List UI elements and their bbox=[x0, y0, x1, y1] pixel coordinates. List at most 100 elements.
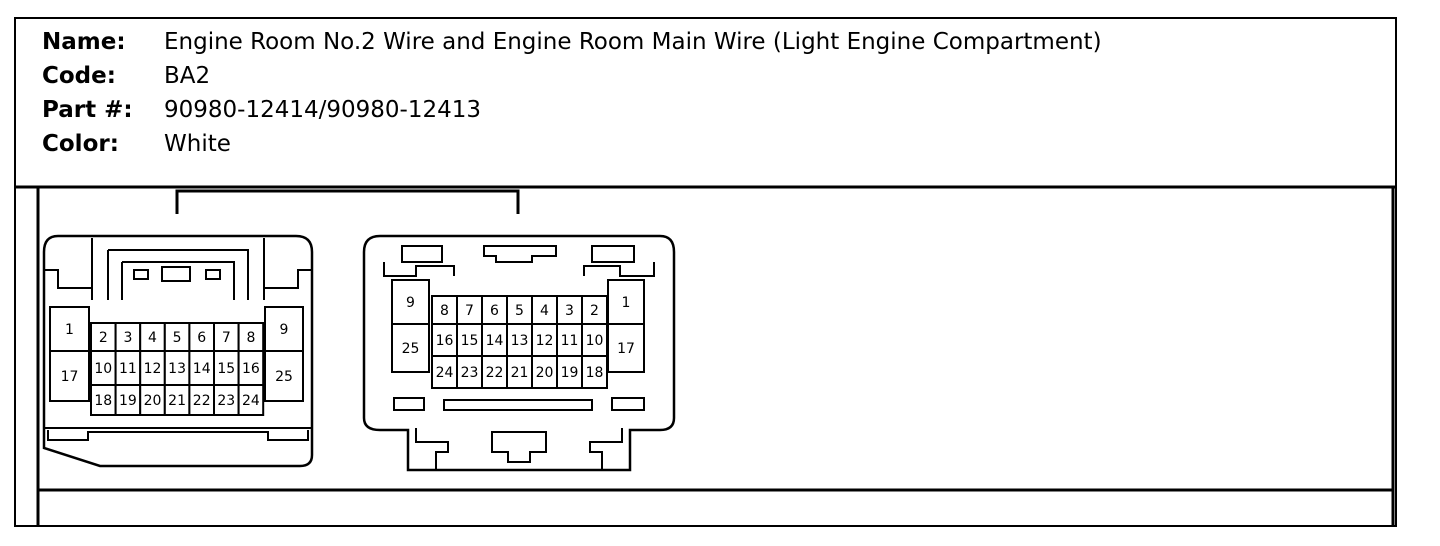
pin-left-4: 4 bbox=[139, 322, 166, 352]
pin-label: 22 bbox=[193, 393, 211, 409]
pin-label: 1 bbox=[65, 322, 74, 338]
connector-left-latch-left bbox=[44, 238, 93, 289]
pin-left-10: 10 bbox=[90, 350, 117, 386]
pin-label: 8 bbox=[246, 330, 255, 346]
pin-right-22: 22 bbox=[481, 355, 508, 389]
connector-left-lock-outer bbox=[107, 249, 249, 300]
pin-label: 18 bbox=[94, 393, 112, 409]
connector-left bbox=[42, 234, 314, 468]
pin-label: 5 bbox=[515, 303, 524, 319]
connector-pair-bracket bbox=[175, 189, 520, 214]
connector-info-frame bbox=[14, 17, 1397, 527]
connector-left-pins: 1179252101831119412205132161422715238162… bbox=[49, 306, 304, 416]
pin-right-10: 10 bbox=[581, 323, 608, 357]
pin-label: 5 bbox=[173, 330, 182, 346]
pin-right-3: 3 bbox=[556, 295, 583, 325]
pin-right-13: 13 bbox=[506, 323, 533, 357]
pin-right-7: 7 bbox=[456, 295, 483, 325]
pin-right-1: 1 bbox=[607, 279, 645, 325]
pin-left-3: 3 bbox=[114, 322, 142, 352]
pin-right-18: 18 bbox=[581, 355, 608, 389]
pin-label: 21 bbox=[168, 393, 186, 409]
pin-left-20: 20 bbox=[139, 384, 166, 416]
connector-right bbox=[362, 234, 676, 472]
pin-label: 23 bbox=[461, 365, 479, 381]
pin-left-9: 9 bbox=[264, 306, 304, 352]
name-value: Engine Room No.2 Wire and Engine Room Ma… bbox=[164, 29, 1102, 55]
pin-right-24: 24 bbox=[431, 355, 458, 389]
pin-left-23: 23 bbox=[213, 384, 240, 416]
pin-label: 24 bbox=[436, 365, 454, 381]
pin-label: 16 bbox=[242, 361, 260, 377]
pin-label: 6 bbox=[197, 330, 206, 346]
pin-label: 2 bbox=[590, 303, 599, 319]
pin-right-11: 11 bbox=[556, 323, 583, 357]
pin-label: 9 bbox=[406, 295, 415, 311]
pin-label: 12 bbox=[536, 333, 554, 349]
pin-label: 14 bbox=[193, 361, 211, 377]
pin-left-25: 25 bbox=[264, 350, 304, 402]
pin-right-6: 6 bbox=[481, 295, 508, 325]
pin-right-21: 21 bbox=[506, 355, 533, 389]
pin-label: 8 bbox=[440, 303, 449, 319]
pin-right-5: 5 bbox=[506, 295, 533, 325]
pin-label: 11 bbox=[119, 361, 137, 377]
pin-label: 15 bbox=[217, 361, 235, 377]
pin-label: 16 bbox=[436, 333, 454, 349]
pin-right-12: 12 bbox=[531, 323, 558, 357]
pin-right-14: 14 bbox=[481, 323, 508, 357]
pin-label: 14 bbox=[486, 333, 504, 349]
pin-label: 17 bbox=[617, 341, 635, 357]
part-number-label: Part #: bbox=[42, 97, 133, 123]
code-value: BA2 bbox=[164, 63, 211, 89]
pin-left-22: 22 bbox=[188, 384, 215, 416]
pin-label: 18 bbox=[586, 365, 604, 381]
connector-right-top-key bbox=[483, 245, 557, 263]
pin-left-8: 8 bbox=[237, 322, 265, 352]
pin-left-17: 17 bbox=[49, 350, 90, 402]
pin-left-18: 18 bbox=[90, 384, 117, 416]
connector-left-lock-tab bbox=[161, 266, 191, 282]
pin-label: 17 bbox=[61, 369, 79, 385]
pin-label: 4 bbox=[148, 330, 157, 346]
pin-label: 21 bbox=[511, 365, 529, 381]
pin-label: 10 bbox=[586, 333, 604, 349]
pin-label: 1 bbox=[622, 295, 631, 311]
pin-left-11: 11 bbox=[114, 350, 142, 386]
pin-left-19: 19 bbox=[114, 384, 142, 416]
pin-label: 22 bbox=[486, 365, 504, 381]
pin-left-5: 5 bbox=[163, 322, 191, 352]
pin-right-25: 25 bbox=[391, 323, 430, 373]
pin-label: 24 bbox=[242, 393, 260, 409]
pin-left-14: 14 bbox=[188, 350, 215, 386]
pin-label: 13 bbox=[511, 333, 529, 349]
connector-right-bottom-key bbox=[491, 431, 547, 463]
name-label: Name: bbox=[42, 29, 126, 55]
pin-label: 12 bbox=[144, 361, 162, 377]
color-label: Color: bbox=[42, 131, 119, 157]
pin-label: 7 bbox=[222, 330, 231, 346]
color-value: White bbox=[164, 131, 231, 157]
pin-label: 20 bbox=[536, 365, 554, 381]
pin-label: 11 bbox=[561, 333, 579, 349]
pin-right-17: 17 bbox=[607, 323, 645, 373]
pin-right-4: 4 bbox=[531, 295, 558, 325]
pin-label: 9 bbox=[280, 322, 289, 338]
pin-label: 19 bbox=[561, 365, 579, 381]
pin-label: 25 bbox=[402, 341, 420, 357]
pin-label: 6 bbox=[490, 303, 499, 319]
connector-right-housing bbox=[362, 234, 676, 472]
pin-label: 19 bbox=[119, 393, 137, 409]
pin-left-1: 1 bbox=[49, 306, 90, 352]
pin-right-20: 20 bbox=[531, 355, 558, 389]
connector-left-latch-right bbox=[263, 238, 312, 289]
pin-left-7: 7 bbox=[213, 322, 240, 352]
pin-right-16: 16 bbox=[431, 323, 458, 357]
connector-left-lock-inner bbox=[121, 261, 235, 300]
connector-right-pins: 9251178162471523614225132141220311192101… bbox=[391, 279, 645, 389]
pin-label: 23 bbox=[217, 393, 235, 409]
pin-left-24: 24 bbox=[237, 384, 265, 416]
pin-left-16: 16 bbox=[237, 350, 265, 386]
pin-left-15: 15 bbox=[213, 350, 240, 386]
